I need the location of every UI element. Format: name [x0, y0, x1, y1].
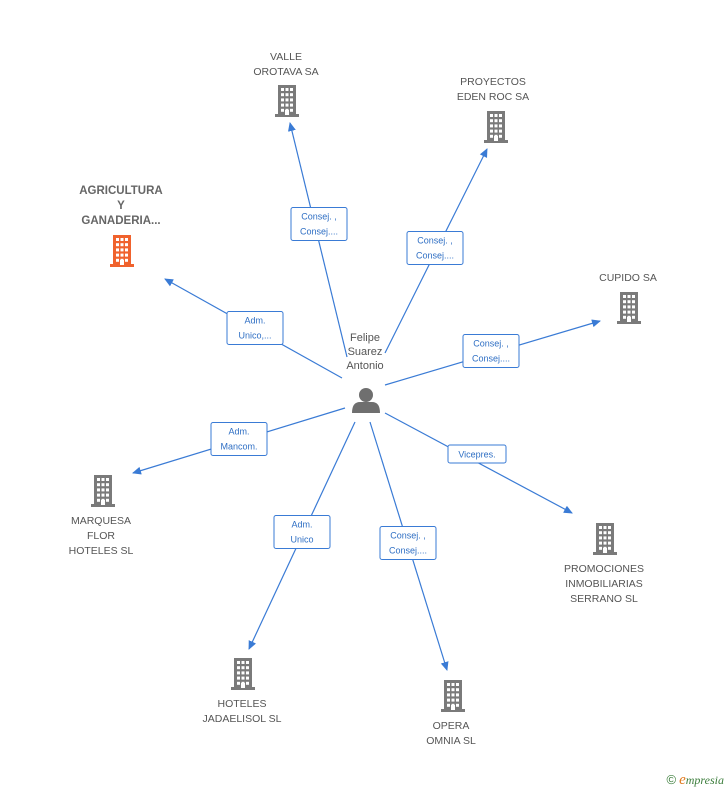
company-name-opera-omnia[interactable]: OPERA	[433, 720, 470, 732]
role-text-line: Consej....	[472, 354, 510, 364]
company-name-valle-orotava[interactable]: OROTAVA SA	[253, 66, 318, 78]
building-icon[interactable]	[593, 523, 617, 555]
role-text-line: Consej. ,	[417, 236, 453, 246]
role-text-line: Consej. ,	[390, 531, 426, 541]
company-name-agricultura-ganaderia[interactable]: GANADERIA...	[81, 215, 160, 227]
company-name-agricultura-ganaderia[interactable]: Y	[117, 200, 125, 212]
company-name-agricultura-ganaderia[interactable]: AGRICULTURA	[79, 185, 162, 197]
building-icon[interactable]	[617, 292, 641, 324]
company-name-proyectos-eden-roc[interactable]: EDEN ROC SA	[457, 91, 529, 103]
role-text-line: Consej....	[389, 546, 427, 556]
roles-layer: Consej. , Consej.... Consej. , Consej.... Ad…	[210, 207, 520, 560]
role-text-line: Consej. ,	[301, 212, 337, 222]
role-label-valle-orotava[interactable]: Consej. , Consej....	[290, 207, 348, 241]
person-name[interactable]: Felipe	[350, 332, 380, 344]
company-name-marquesa-flor[interactable]: FLOR	[87, 530, 115, 542]
role-text-line: Adm.	[291, 520, 312, 530]
role-text-line: Adm.	[244, 316, 265, 326]
role-label-proyectos-eden-roc[interactable]: Consej. , Consej....	[406, 231, 464, 265]
brand-initial: e	[679, 772, 686, 788]
role-text-line: Unico,...	[238, 331, 271, 341]
person-name[interactable]: Suarez	[348, 346, 383, 358]
company-name-promociones-serrano[interactable]: PROMOCIONES	[564, 563, 644, 575]
company-name-promociones-serrano[interactable]: INMOBILIARIAS	[565, 578, 643, 590]
company-name-proyectos-eden-roc[interactable]: PROYECTOS	[460, 76, 526, 88]
role-label-hoteles-jadaelisol[interactable]: Adm. Unico	[273, 515, 331, 549]
building-icon[interactable]	[275, 85, 299, 117]
role-label-marquesa-flor[interactable]: Adm. Mancom.	[210, 422, 268, 456]
role-label-opera-omnia[interactable]: Consej. , Consej....	[379, 526, 437, 560]
brand-name: mpresia	[685, 773, 724, 787]
role-text-line: Mancom.	[220, 442, 257, 452]
role-label-cupido[interactable]: Consej. , Consej....	[462, 334, 520, 368]
role-text-line: Unico	[290, 535, 313, 545]
role-label-promociones-serrano[interactable]: Vicepres.	[447, 444, 507, 464]
company-name-hoteles-jadaelisol[interactable]: HOTELES	[217, 698, 266, 710]
company-name-opera-omnia[interactable]: OMNIA SL	[426, 735, 476, 747]
role-text-line: Vicepres.	[458, 450, 495, 460]
company-name-cupido[interactable]: CUPIDO SA	[599, 272, 657, 284]
building-icon[interactable]	[231, 658, 255, 690]
copyright-symbol: ©	[666, 772, 677, 787]
company-name-hoteles-jadaelisol[interactable]: JADAELISOL SL	[203, 713, 282, 725]
brand-watermark: ©empresia	[667, 772, 725, 789]
company-name-valle-orotava[interactable]: VALLE	[270, 51, 302, 63]
company-name-marquesa-flor[interactable]: MARQUESA	[71, 515, 131, 527]
role-text-line: Adm.	[228, 427, 249, 437]
role-text-line: Consej....	[416, 251, 454, 261]
company-name-marquesa-flor[interactable]: HOTELES SL	[69, 545, 134, 557]
person-name[interactable]: Antonio	[346, 360, 383, 372]
building-icon[interactable]	[91, 475, 115, 507]
person-icon[interactable]	[352, 388, 380, 413]
company-name-promociones-serrano[interactable]: SERRANO SL	[570, 593, 638, 605]
role-text-line: Consej....	[300, 227, 338, 237]
building-icon[interactable]	[484, 111, 508, 143]
nodes-layer: VALLE OROTAVA SA PROYECTOS EDEN ROC SA AGRIC…	[69, 51, 657, 747]
building-icon[interactable]	[441, 680, 465, 712]
role-text-line: Consej. ,	[473, 339, 509, 349]
role-label-agricultura-ganaderia[interactable]: Adm. Unico,...	[226, 311, 284, 345]
building-icon[interactable]	[110, 235, 134, 267]
